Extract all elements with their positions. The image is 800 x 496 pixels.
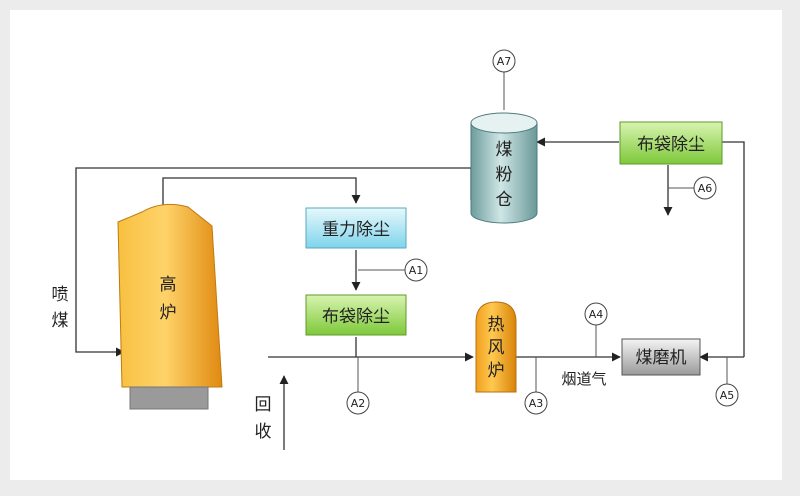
stove-label-2: 风 bbox=[488, 338, 505, 358]
tap-a4[interactable]: A4 bbox=[584, 302, 608, 326]
bag-dust-collector-lower[interactable]: 布袋除尘 bbox=[305, 294, 407, 336]
tap-a3[interactable]: A3 bbox=[524, 391, 548, 415]
tap-a2-label: A2 bbox=[351, 397, 366, 410]
gravity-dust-label: 重力除尘 bbox=[322, 220, 390, 240]
furnace-label-1: 高 bbox=[160, 275, 177, 295]
furnace-base bbox=[129, 386, 209, 410]
coal-powder-bin[interactable]: 煤 粉 仓 bbox=[470, 112, 538, 224]
tap-a6-label: A6 bbox=[698, 182, 713, 195]
bag-dust-collector-upper[interactable]: 布袋除尘 bbox=[619, 121, 723, 165]
mill-outlet-loop bbox=[722, 141, 745, 357]
injection-label-2: 煤 bbox=[52, 311, 69, 331]
bin-label-2: 粉 bbox=[496, 165, 513, 185]
tap-a1-label: A1 bbox=[409, 264, 424, 277]
stove-label-1: 热 bbox=[488, 315, 505, 335]
injection-label-1: 喷 bbox=[52, 285, 69, 305]
recovery-label-1: 回 bbox=[255, 395, 272, 415]
tap-a6[interactable]: A6 bbox=[693, 176, 717, 200]
tap-a2[interactable]: A2 bbox=[346, 391, 370, 415]
coal-mill-label: 煤磨机 bbox=[636, 348, 687, 368]
bag-dust-upper-label: 布袋除尘 bbox=[637, 135, 705, 155]
gravity-dust-collector[interactable]: 重力除尘 bbox=[305, 207, 407, 249]
tap-a3-label: A3 bbox=[529, 397, 544, 410]
stove-label-3: 炉 bbox=[488, 361, 505, 381]
tap-a4-label: A4 bbox=[589, 308, 604, 321]
blast-furnace[interactable]: 高 炉 bbox=[117, 203, 223, 410]
bin-label-3: 仓 bbox=[496, 190, 513, 210]
tap-a5[interactable]: A5 bbox=[715, 383, 739, 407]
furnace-label-2: 炉 bbox=[160, 303, 177, 323]
hot-stove[interactable]: 热 风 炉 bbox=[475, 301, 517, 393]
tap-a7-label: A7 bbox=[497, 55, 512, 68]
flue-gas-label: 烟道气 bbox=[561, 370, 606, 388]
gas-line-furnace-to-gravity bbox=[162, 177, 361, 205]
tap-a7[interactable]: A7 bbox=[492, 49, 516, 73]
bin-label-1: 煤 bbox=[496, 140, 513, 160]
coal-mill[interactable]: 煤磨机 bbox=[621, 338, 701, 376]
tap-a1[interactable]: A1 bbox=[404, 258, 428, 282]
recovery-label-2: 收 bbox=[255, 422, 272, 442]
tap-a5-label: A5 bbox=[720, 389, 735, 402]
bag-dust-lower-label: 布袋除尘 bbox=[322, 307, 390, 327]
